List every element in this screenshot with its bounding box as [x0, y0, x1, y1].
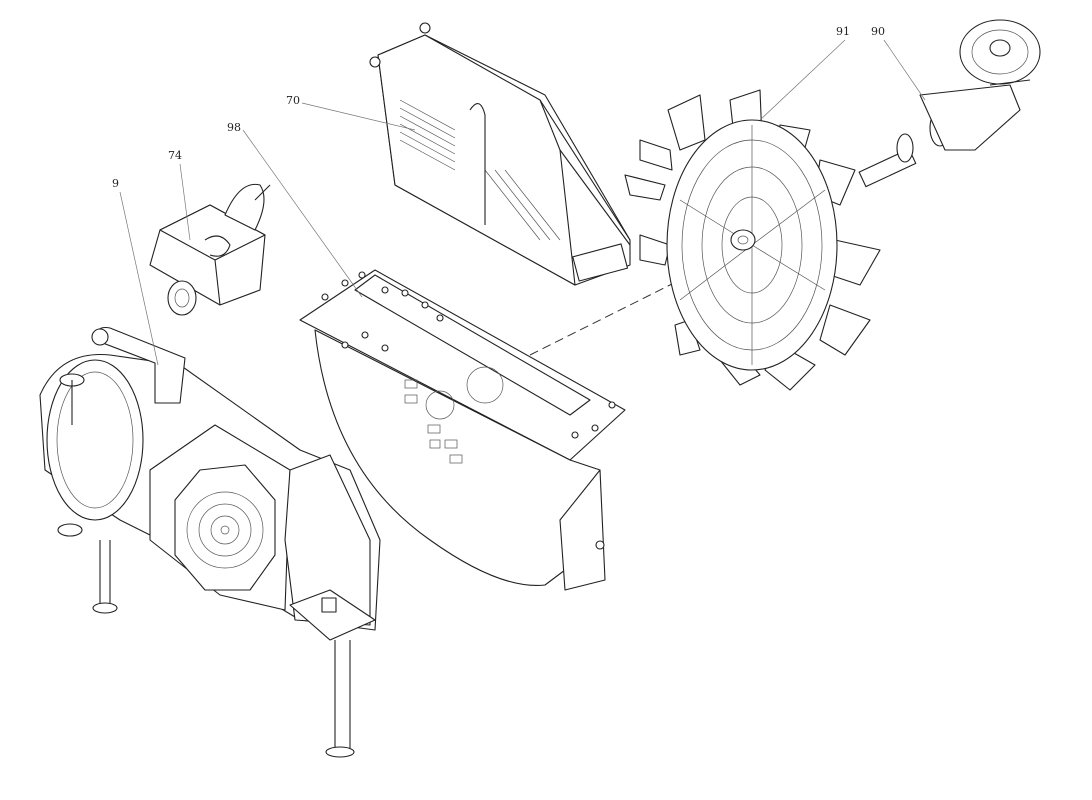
part-91-rotor [624, 89, 881, 391]
callout-90: 90 [871, 25, 885, 38]
part-90-shaft-pulley [858, 19, 1041, 188]
callout-91: 91 [836, 25, 850, 38]
part-9-housing [39, 326, 381, 758]
callout-74: 74 [168, 149, 182, 162]
callout-9: 9 [112, 177, 119, 190]
leader-lines [119, 39, 926, 366]
callout-70: 70 [286, 94, 300, 107]
callout-98: 98 [227, 121, 241, 134]
part-98-frame [299, 269, 626, 591]
part-74-motor [149, 183, 271, 316]
part-70-cover [369, 22, 631, 286]
